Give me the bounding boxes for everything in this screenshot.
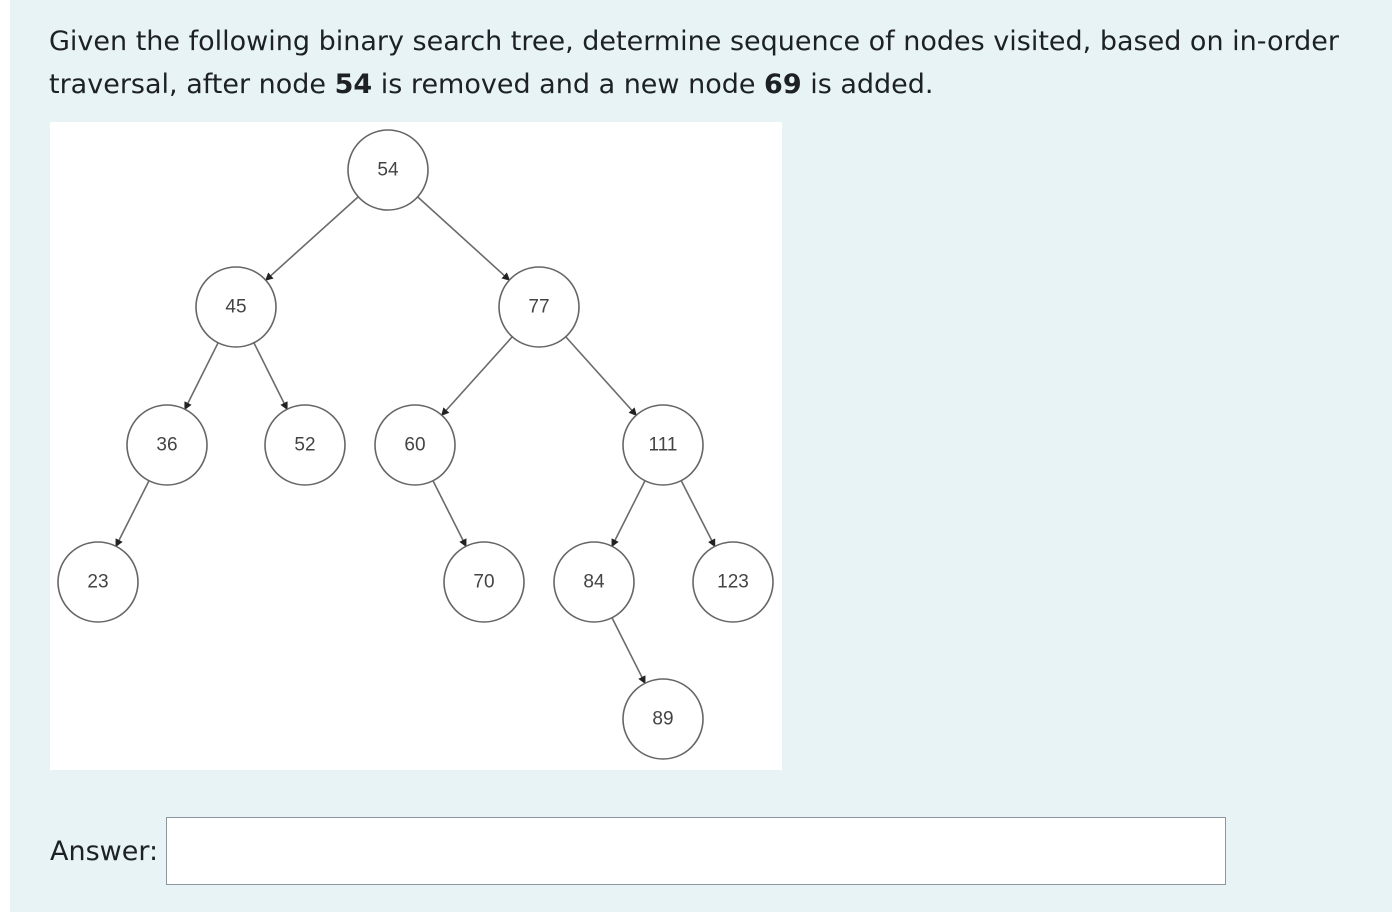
tree-node-label: 111 [649, 435, 678, 456]
tree-node-label: 36 [156, 435, 177, 456]
tree-node-label: 60 [404, 435, 425, 456]
edge-77-to-111 [565, 336, 637, 416]
answer-row: Answer: [50, 814, 1227, 888]
added-node-value: 69 [764, 69, 802, 100]
question-prompt: Given the following binary search tree, … [49, 20, 1379, 106]
tree-node-circle [443, 541, 525, 623]
bst-diagram-svg: 54 45 77 36 52 60 111 23 70 84 123 89 [57, 129, 774, 760]
tree-node-circle [57, 541, 139, 623]
tree-node-label: 23 [87, 572, 108, 593]
tree-node-label: 123 [717, 572, 749, 593]
edge-45-to-36 [184, 342, 219, 411]
tree-node-111: 111 [622, 404, 704, 486]
edge-111-to-84 [611, 480, 646, 548]
tree-node-36: 36 [126, 404, 208, 486]
question-card: Given the following binary search tree, … [10, 0, 1392, 912]
edge-84-to-89 [611, 617, 646, 685]
tree-node-circle [498, 266, 580, 348]
answer-label: Answer: [50, 835, 159, 867]
tree-node-circle [347, 129, 429, 211]
tree-node-54: 54 [347, 129, 429, 211]
edge-45-to-52 [253, 342, 288, 411]
answer-input[interactable] [166, 817, 1227, 885]
tree-node-label: 89 [652, 709, 673, 730]
bst-diagram: 54 45 77 36 52 60 111 23 70 84 123 89 [50, 122, 782, 770]
removed-node-value: 54 [334, 69, 373, 100]
tree-node-123: 123 [692, 541, 774, 623]
tree-node-70: 70 [443, 541, 525, 623]
tree-node-52: 52 [264, 404, 346, 486]
tree-node-circle [692, 541, 774, 623]
tree-node-89: 89 [622, 678, 704, 760]
tree-node-label: 77 [528, 297, 549, 318]
tree-node-84: 84 [553, 541, 635, 623]
tree-node-60: 60 [374, 404, 456, 486]
tree-edges [115, 196, 716, 685]
edge-111-to-123 [680, 480, 716, 548]
tree-node-circle [264, 404, 346, 486]
tree-node-45: 45 [195, 266, 277, 348]
edge-77-to-60 [441, 336, 513, 416]
tree-node-circle [553, 541, 635, 623]
tree-node-circle [622, 678, 704, 760]
tree-node-label: 70 [473, 572, 494, 593]
edge-54-to-45 [264, 196, 359, 281]
tree-node-circle [195, 266, 277, 348]
tree-node-circle [126, 404, 208, 486]
question-text-part-3: is added. [801, 69, 934, 100]
tree-node-23: 23 [57, 541, 139, 623]
tree-nodes: 54 45 77 36 52 60 111 23 70 84 123 89 [57, 129, 774, 760]
tree-node-77: 77 [498, 266, 580, 348]
tree-node-circle [622, 404, 704, 486]
question-text-part-1: Given the following binary search tree, … [49, 26, 1339, 100]
question-text-part-2: is removed and a new node [372, 69, 765, 100]
tree-node-label: 54 [377, 160, 399, 181]
tree-node-circle [374, 404, 456, 486]
edge-36-to-23 [115, 480, 150, 548]
edge-54-to-77 [417, 196, 511, 281]
tree-node-label: 45 [225, 297, 246, 318]
tree-node-label: 84 [583, 572, 605, 593]
tree-node-label: 52 [294, 435, 315, 456]
edge-60-to-70 [432, 480, 467, 548]
